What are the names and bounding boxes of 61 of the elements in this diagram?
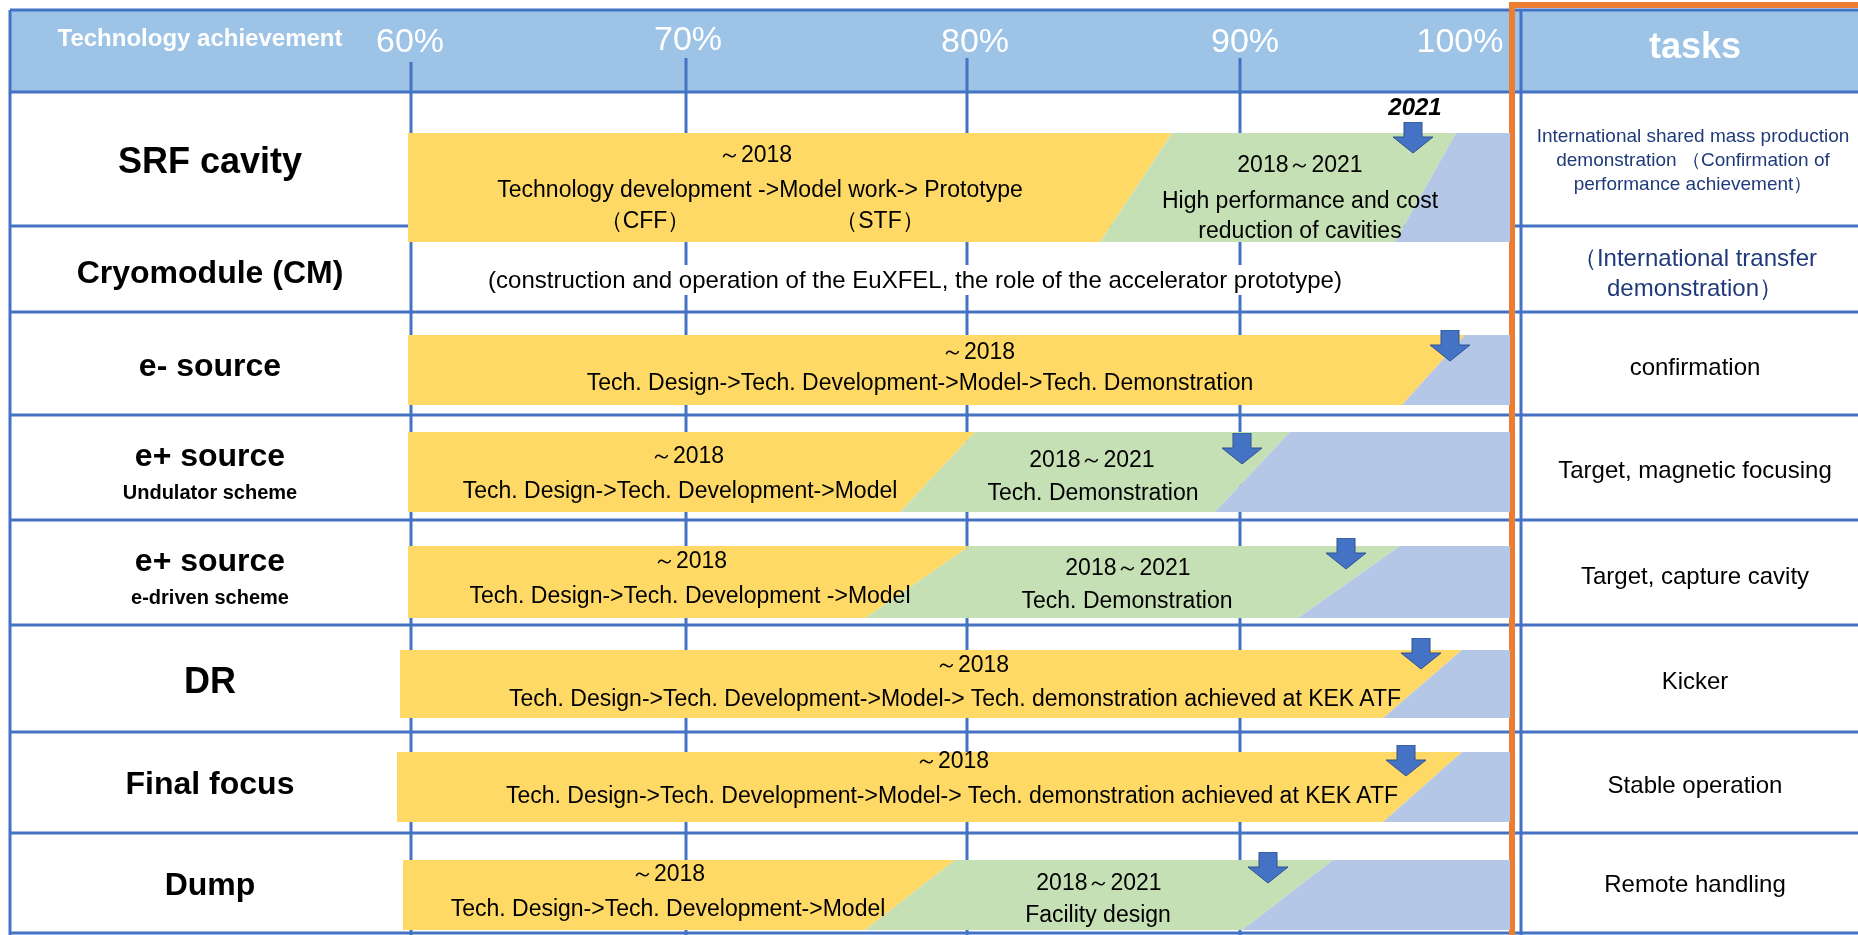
task-text: Kicker	[1661, 666, 1729, 696]
row-label: e+ source	[134, 436, 286, 475]
phase-text: Tech. Demonstration	[987, 478, 1199, 508]
task-text: （International transfer demonstration）	[1571, 243, 1819, 303]
phase-text: Technology development ->Model work-> Prototype	[497, 175, 1023, 205]
phase-text: Tech. Design->Tech. Development ->Model	[469, 581, 911, 611]
task-text: confirmation	[1629, 352, 1761, 382]
year-label: 2021	[1388, 92, 1442, 122]
period-text: ～2018	[630, 859, 706, 889]
row-sublabel: e-driven scheme	[131, 584, 289, 610]
phase-text: Tech. Demonstration	[1021, 586, 1233, 616]
phase-text: Tech. Design->Tech. Development->Model	[462, 476, 898, 506]
phase-band	[1215, 432, 1510, 512]
percent-label: 100%	[1416, 19, 1504, 61]
period-text: 2018～2021	[1036, 868, 1162, 898]
period-text: ～2018	[717, 140, 793, 170]
phase-text: Tech. Design->Tech. Development->Model	[450, 894, 886, 924]
row-label: SRF cavity	[117, 138, 303, 183]
phase-band	[403, 860, 955, 930]
row-label: e- source	[138, 346, 282, 385]
percent-label: 70%	[653, 17, 723, 59]
row-label: Dump	[164, 865, 256, 904]
phase-band	[1242, 860, 1510, 930]
phase-band	[408, 335, 1465, 405]
row-sublabel: Undulator scheme	[122, 479, 298, 505]
period-text: ～2018	[652, 546, 728, 576]
task-text: Remote handling	[1604, 869, 1786, 899]
period-text: 2018～2021	[1029, 445, 1155, 475]
task-text: Target, capture cavity	[1580, 561, 1810, 591]
task-text: Stable operation	[1607, 770, 1783, 800]
phase-band	[397, 752, 1462, 822]
phase-band	[400, 650, 1462, 718]
phase-band	[1298, 546, 1510, 618]
phase-text: Tech. Design->Tech. Development->Model-> Tech. demonstration achieved at KEK ATF	[505, 781, 1399, 811]
period-text: 2018～2021	[1237, 150, 1363, 180]
phase-text: Facility design	[1025, 900, 1171, 930]
period-text: ～2018	[914, 746, 990, 776]
period-text: ～2018	[940, 337, 1016, 367]
task-text: International shared mass production demonstration （Confirmation of performance achievement）	[1535, 124, 1851, 196]
period-text: ～2018	[934, 650, 1010, 680]
phase-text: （STF）	[835, 206, 925, 236]
phase-band	[408, 432, 975, 512]
note-text: (construction and operation of the EuXFEL, the role of the accelerator prototype)	[486, 265, 1344, 295]
phase-text: Tech. Design->Tech. Development->Model-> Tech. demonstration achieved at KEK ATF	[508, 684, 1402, 714]
percent-label: 60%	[375, 19, 445, 61]
row-label: Final focus	[125, 764, 295, 803]
phase-text: （CFF）	[599, 206, 691, 236]
percent-label: 90%	[1210, 19, 1280, 61]
percent-label: 80%	[940, 19, 1010, 61]
header-text: Technology achievement	[57, 23, 343, 53]
period-text: 2018～2021	[1065, 553, 1191, 583]
phase-text: Tech. Design->Tech. Development->Model->Tech. Demonstration	[586, 368, 1254, 398]
row-label: Cryomodule (CM)	[76, 253, 344, 292]
phase-band	[1402, 335, 1510, 405]
header-text: tasks	[1648, 23, 1742, 68]
task-text: Target, magnetic focusing	[1558, 455, 1832, 485]
phase-band	[408, 546, 970, 618]
period-text: ～2018	[649, 441, 725, 471]
phase-text: High performance and cost reduction of cavities	[1160, 186, 1440, 245]
row-label: e+ source	[134, 541, 286, 580]
row-label: DR	[184, 658, 236, 703]
